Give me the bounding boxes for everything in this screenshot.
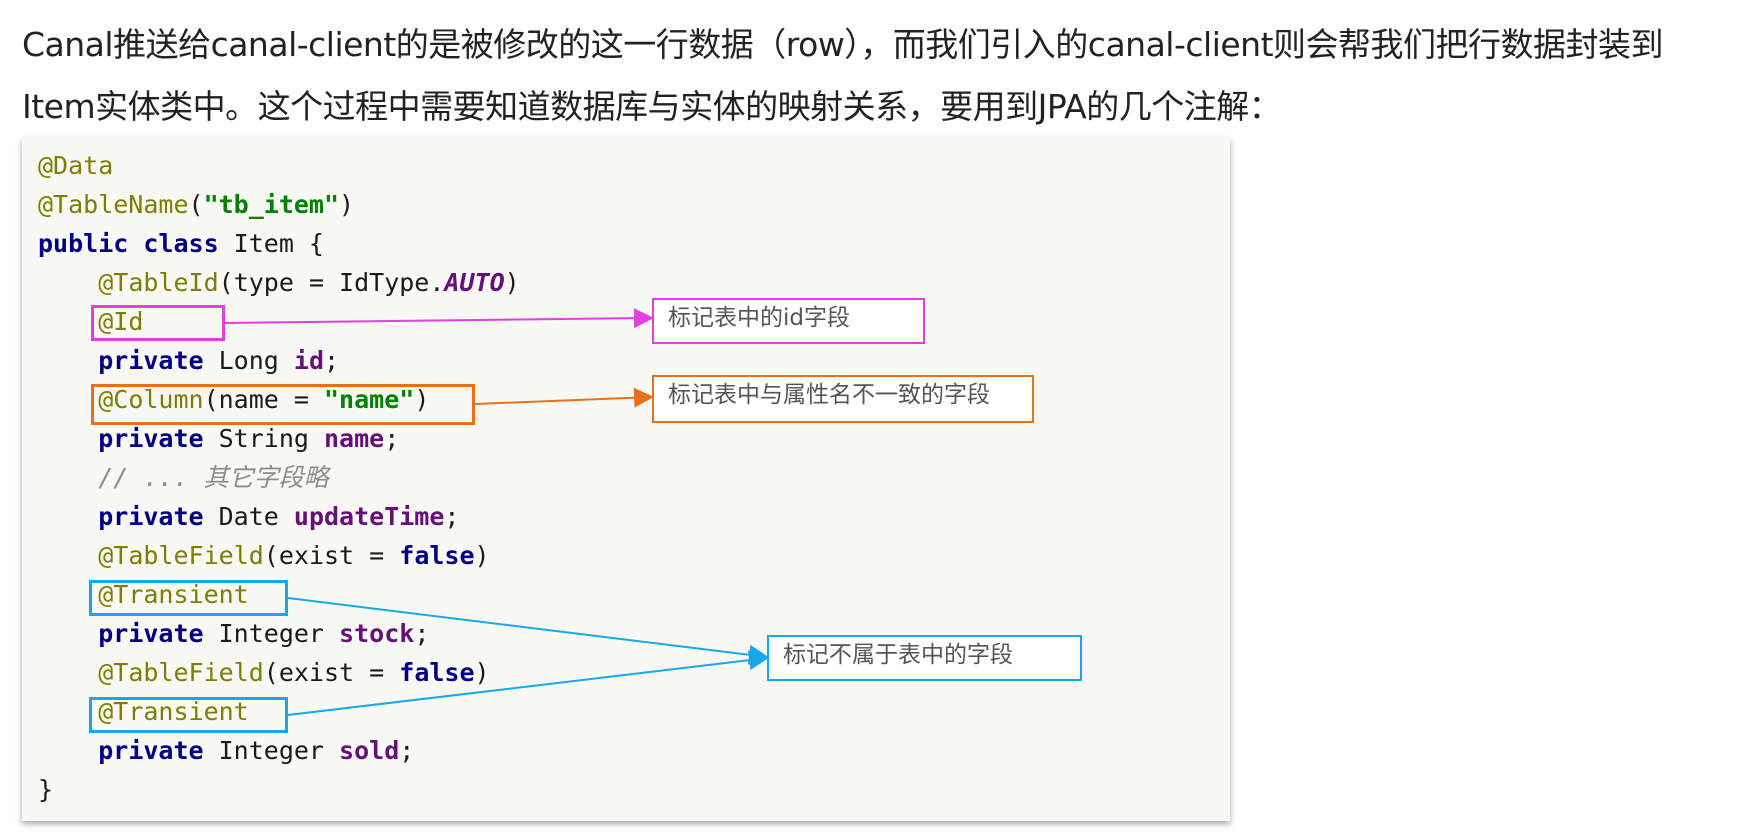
semicolon: ; bbox=[384, 424, 400, 453]
column-name-string: "name" bbox=[324, 385, 415, 414]
tablefield-args: (exist = bbox=[263, 658, 400, 687]
transient-annotation: @Transient bbox=[98, 580, 249, 609]
column-annotation: @Column bbox=[98, 385, 204, 414]
semicolon: ; bbox=[444, 502, 460, 531]
tableid-annotation: @TableId bbox=[98, 268, 219, 297]
field-stock: stock bbox=[339, 619, 415, 648]
tablefield-annotation: @TableField bbox=[98, 541, 264, 570]
code-line-comment: // ... 其它字段略 bbox=[38, 458, 329, 497]
field-type: Long bbox=[203, 346, 294, 375]
field-sold: sold bbox=[339, 736, 400, 765]
tablename-annotation: @TableName bbox=[38, 190, 189, 219]
false-keyword: false bbox=[399, 658, 475, 687]
transient-highlight-box-1 bbox=[89, 580, 288, 616]
id-highlight-box bbox=[91, 305, 225, 341]
code-line-stock-field: private Integer stock; bbox=[38, 614, 429, 653]
column-arrow bbox=[474, 387, 654, 408]
false-keyword: false bbox=[399, 541, 475, 570]
code-line-column: @Column(name = "name") bbox=[38, 380, 429, 419]
paren: ) bbox=[504, 268, 520, 297]
code-line-tablefield-2: @TableField(exist = false) bbox=[38, 653, 490, 692]
id-annotation: @Id bbox=[98, 307, 144, 336]
public-class-keyword: public class bbox=[38, 229, 219, 258]
field-type: Date bbox=[203, 502, 294, 531]
paren: ) bbox=[414, 385, 430, 414]
code-block: @Data @TableName("tb_item") public class… bbox=[22, 138, 1230, 821]
tablefield-annotation: @TableField bbox=[98, 658, 264, 687]
code-line-name-field: private String name; bbox=[38, 419, 399, 458]
transient-highlight-box-2 bbox=[89, 697, 288, 733]
private-keyword: private bbox=[98, 502, 204, 531]
code-line-transient-2: @Transient bbox=[38, 692, 249, 731]
code-line-id-field: private Long id; bbox=[38, 341, 339, 380]
code-line-data: @Data bbox=[38, 146, 113, 185]
id-callout: 标记表中的id字段 bbox=[652, 298, 925, 344]
code-line-updatetime-field: private Date updateTime; bbox=[38, 497, 459, 536]
code-line-close-brace: } bbox=[38, 770, 53, 809]
id-arrow bbox=[224, 308, 654, 329]
private-keyword: private bbox=[98, 424, 204, 453]
field-id: id bbox=[293, 346, 324, 375]
code-line-sold-field: private Integer sold; bbox=[38, 731, 414, 770]
table-name-string: "tb_item" bbox=[203, 190, 340, 219]
paren: ) bbox=[474, 541, 490, 570]
transient-callout: 标记不属于表中的字段 bbox=[767, 635, 1082, 681]
closing-brace: } bbox=[38, 775, 54, 804]
code-line-tablename: @TableName("tb_item") bbox=[38, 185, 354, 224]
column-args: (name = bbox=[203, 385, 324, 414]
field-type: Integer bbox=[203, 736, 340, 765]
intro-line-1: Canal推送给canal-client的是被修改的这一行数据（row），而我们… bbox=[22, 25, 1664, 64]
column-highlight-box bbox=[91, 384, 475, 425]
private-keyword: private bbox=[98, 619, 204, 648]
class-name: Item { bbox=[218, 229, 324, 258]
code-line-transient-1: @Transient bbox=[38, 575, 249, 614]
paren: ) bbox=[339, 190, 355, 219]
private-keyword: private bbox=[98, 346, 204, 375]
code-line-tablefield-1: @TableField(exist = false) bbox=[38, 536, 490, 575]
code-comment: // ... 其它字段略 bbox=[98, 463, 329, 492]
tablefield-args: (exist = bbox=[263, 541, 400, 570]
transient-annotation: @Transient bbox=[98, 697, 249, 726]
field-name: name bbox=[324, 424, 385, 453]
field-updatetime: updateTime bbox=[293, 502, 445, 531]
tableid-args: (type = IdType. bbox=[218, 268, 445, 297]
auto-constant: AUTO bbox=[444, 268, 505, 297]
transient-arrow-2 bbox=[287, 650, 769, 716]
semicolon: ; bbox=[399, 736, 415, 765]
private-keyword: private bbox=[98, 736, 204, 765]
field-type: Integer bbox=[203, 619, 340, 648]
intro-line-2: Item实体类中。这个过程中需要知道数据库与实体的映射关系，要用到JPA的几个注… bbox=[22, 87, 1282, 126]
code-line-id-annotation: @Id bbox=[38, 302, 143, 341]
code-line-class-decl: public class Item { bbox=[38, 224, 324, 263]
paren: ( bbox=[188, 190, 204, 219]
column-callout: 标记表中与属性名不一致的字段 bbox=[652, 375, 1034, 423]
paren: ) bbox=[474, 658, 490, 687]
transient-arrow-1 bbox=[287, 597, 769, 665]
semicolon: ; bbox=[324, 346, 340, 375]
data-annotation: @Data bbox=[38, 151, 114, 180]
semicolon: ; bbox=[414, 619, 430, 648]
field-type: String bbox=[203, 424, 324, 453]
code-line-tableid: @TableId(type = IdType.AUTO) bbox=[38, 263, 520, 302]
